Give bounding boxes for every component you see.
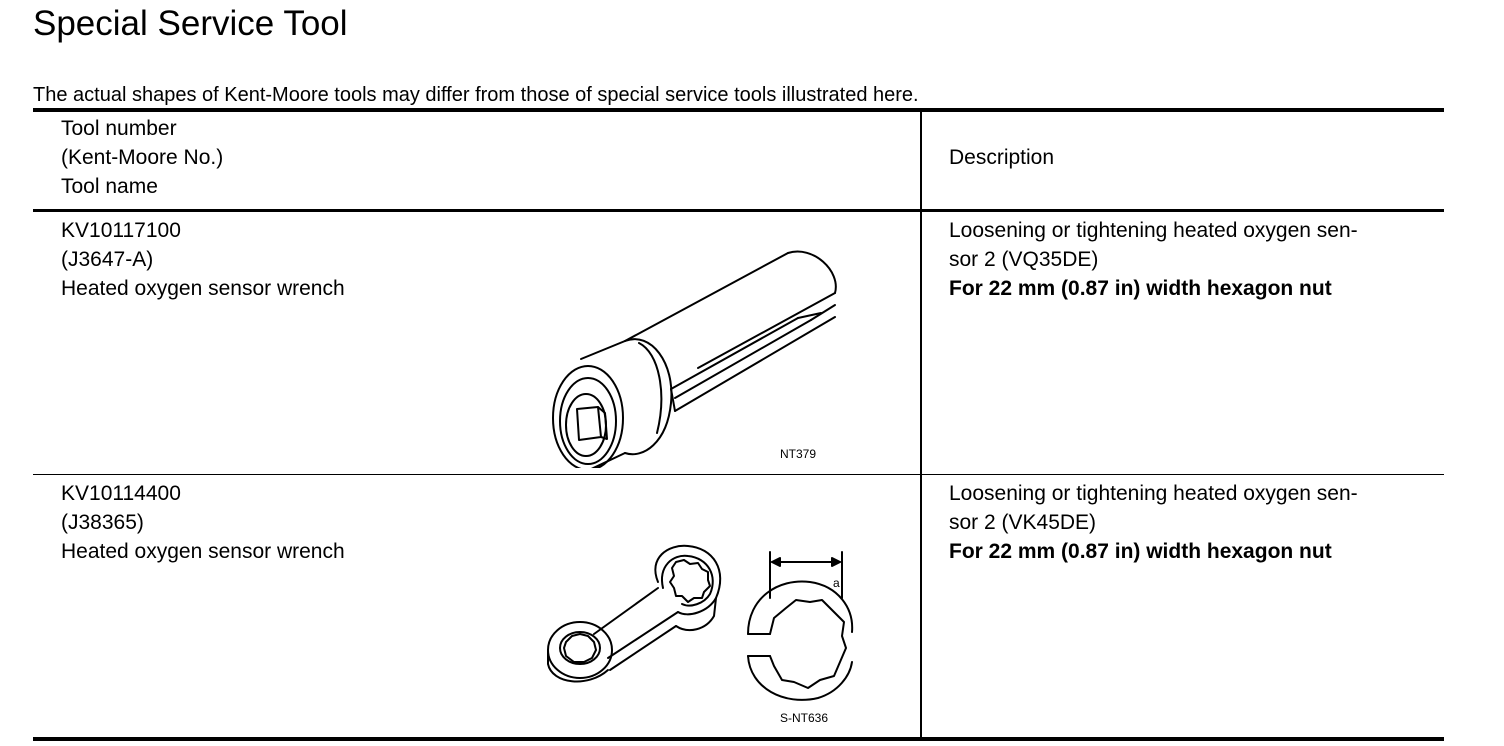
table-top-rule: [33, 108, 1444, 112]
kent-moore-number: (J3647-A): [61, 248, 154, 271]
description-line: sor 2 (VK45DE): [949, 511, 1097, 534]
description-line: Loosening or tightening heated oxygen se…: [949, 219, 1358, 242]
header-tool-col: Tool number (Kent-Moore No.) Tool name: [61, 114, 223, 201]
figure-code: S-NT636: [780, 711, 829, 725]
header-description: Description: [949, 146, 1055, 169]
table-row: KV10117100 (J3647-A) Heated oxygen senso…: [61, 216, 345, 303]
description-line: sor 2 (VQ35DE): [949, 248, 1099, 271]
dimension-label: a: [833, 576, 840, 590]
note-text: The actual shapes of Kent-Moore tools ma…: [33, 84, 919, 106]
tool-description: Loosening or tightening heated oxygen se…: [949, 216, 1358, 303]
flare-nut-wrench-illustration: [547, 544, 722, 683]
description-bold-line: For 22 mm (0.87 in) width hexagon nut: [949, 277, 1332, 300]
tool-number: KV10114400: [61, 482, 181, 505]
tool-number: KV10117100: [61, 219, 181, 242]
figure-code: NT379: [780, 447, 817, 461]
box-end-profile-illustration: [747, 551, 854, 701]
row-divider: [33, 474, 1444, 475]
table-bottom-rule: [33, 737, 1444, 741]
tool-description: Loosening or tightening heated oxygen se…: [949, 479, 1358, 566]
table-row: KV10114400 (J38365) Heated oxygen sensor…: [61, 479, 345, 566]
header-kent-moore: (Kent-Moore No.): [61, 146, 224, 169]
tool-name: Heated oxygen sensor wrench: [61, 540, 345, 563]
page-title: Special Service Tool: [33, 4, 348, 43]
socket-wrench-illustration: [552, 250, 837, 468]
tool-table: Tool number (Kent-Moore No.) Tool name D…: [33, 108, 1444, 742]
column-divider: [920, 111, 922, 737]
header-tool-name: Tool name: [61, 175, 158, 198]
header-desc-col: Description: [949, 143, 1054, 172]
header-bottom-rule: [33, 209, 1444, 212]
kent-moore-number: (J38365): [61, 511, 144, 534]
header-tool-number: Tool number: [61, 117, 177, 140]
description-bold-line: For 22 mm (0.87 in) width hexagon nut: [949, 540, 1332, 563]
description-line: Loosening or tightening heated oxygen se…: [949, 482, 1358, 505]
tool-name: Heated oxygen sensor wrench: [61, 277, 345, 300]
